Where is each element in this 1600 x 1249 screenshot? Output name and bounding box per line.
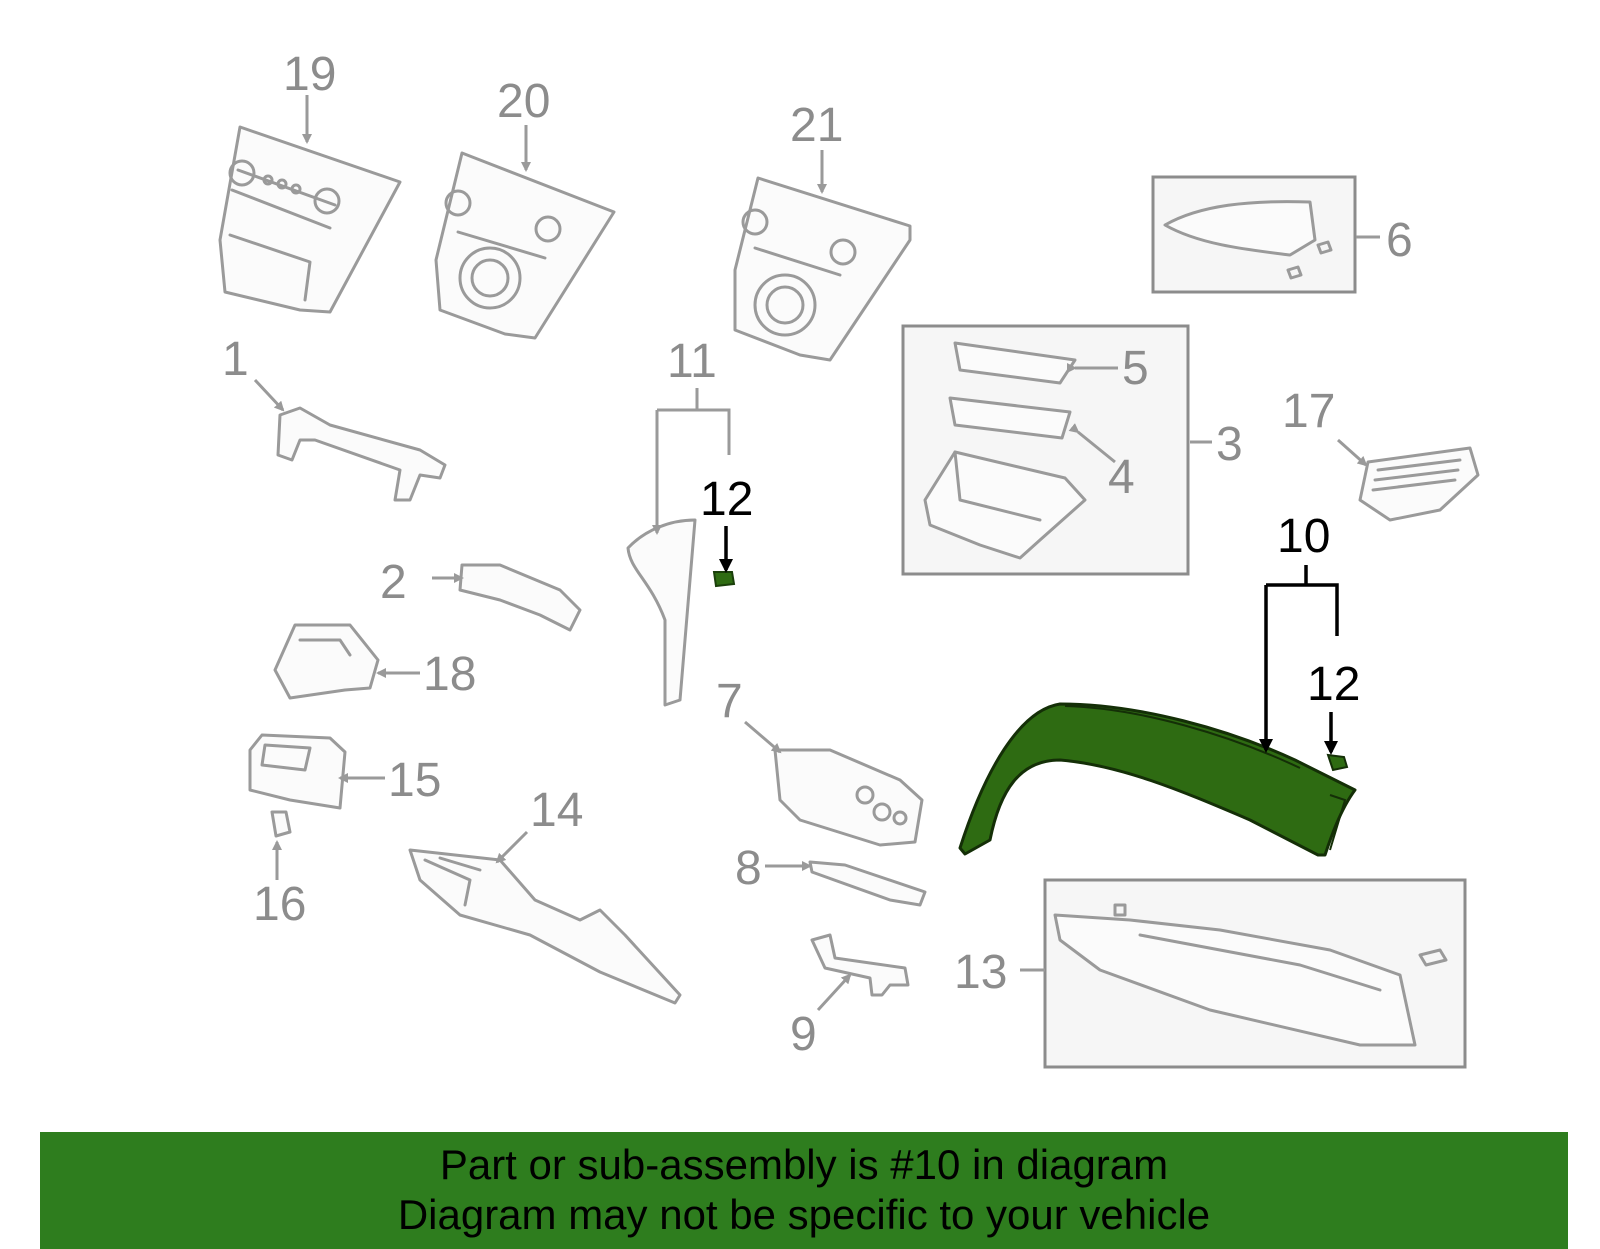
callout-16: 16 bbox=[253, 878, 306, 931]
part-12-clip-b bbox=[1326, 753, 1349, 772]
banner-line-1: Part or sub-assembly is #10 in diagram bbox=[439, 1141, 1169, 1188]
callout-12-lower: 12 bbox=[1307, 658, 1360, 711]
callout-9: 9 bbox=[790, 1008, 817, 1061]
info-banner: Part or sub-assembly is #10 in diagram D… bbox=[40, 1132, 1568, 1249]
part-9-bracket bbox=[810, 933, 910, 997]
leader-11-bracket bbox=[657, 408, 731, 455]
callout-3: 3 bbox=[1216, 418, 1243, 471]
callout-8: 8 bbox=[735, 842, 762, 895]
callout-11: 11 bbox=[667, 335, 717, 388]
part-20-center-panel bbox=[434, 151, 616, 340]
callout-6: 6 bbox=[1386, 214, 1413, 267]
callout-7: 7 bbox=[716, 675, 743, 728]
callout-5: 5 bbox=[1122, 342, 1149, 395]
part-3-console-box bbox=[923, 341, 1087, 560]
part-2-bracket bbox=[458, 563, 582, 632]
callout-13: 13 bbox=[954, 946, 1007, 999]
part-13-glove-box bbox=[1053, 903, 1448, 1047]
leader-14 bbox=[495, 830, 529, 864]
leader-9 bbox=[816, 973, 852, 1012]
leader-17 bbox=[1337, 438, 1368, 467]
part-7-panel bbox=[773, 748, 924, 847]
part-19-center-panel bbox=[218, 125, 402, 314]
callout-19: 19 bbox=[283, 48, 336, 101]
leader-4 bbox=[1068, 423, 1116, 464]
callout-14: 14 bbox=[530, 784, 583, 837]
part-21-center-panel bbox=[733, 176, 912, 362]
part-17-vent bbox=[1358, 446, 1480, 522]
leader-10-bracket bbox=[1266, 583, 1339, 636]
part-12-clip-a bbox=[712, 571, 736, 588]
part-10-garnish-highlighted bbox=[958, 702, 1357, 857]
callout-18: 18 bbox=[423, 648, 476, 701]
callout-12-upper: 12 bbox=[700, 473, 753, 526]
part-1-bracket bbox=[276, 406, 447, 502]
part-16-clip bbox=[270, 810, 292, 838]
leader-7 bbox=[744, 720, 782, 754]
callout-20: 20 bbox=[497, 75, 550, 128]
banner-line-2: Diagram may not be specific to your vehi… bbox=[397, 1191, 1211, 1238]
callout-2: 2 bbox=[380, 556, 407, 609]
callout-4: 4 bbox=[1108, 451, 1135, 504]
part-15-switch bbox=[248, 733, 347, 810]
part-8-strip bbox=[808, 860, 927, 907]
part-18-switch-housing bbox=[273, 623, 380, 700]
leader-1 bbox=[253, 378, 285, 412]
callout-15: 15 bbox=[388, 754, 441, 807]
callout-1: 1 bbox=[222, 333, 249, 386]
part-6-cover bbox=[1163, 200, 1333, 280]
callout-17: 17 bbox=[1282, 385, 1335, 438]
part-11-side-trim bbox=[626, 518, 697, 707]
callout-10: 10 bbox=[1277, 510, 1330, 563]
callout-21: 21 bbox=[790, 99, 843, 152]
part-14-lower-cover bbox=[408, 848, 682, 1005]
